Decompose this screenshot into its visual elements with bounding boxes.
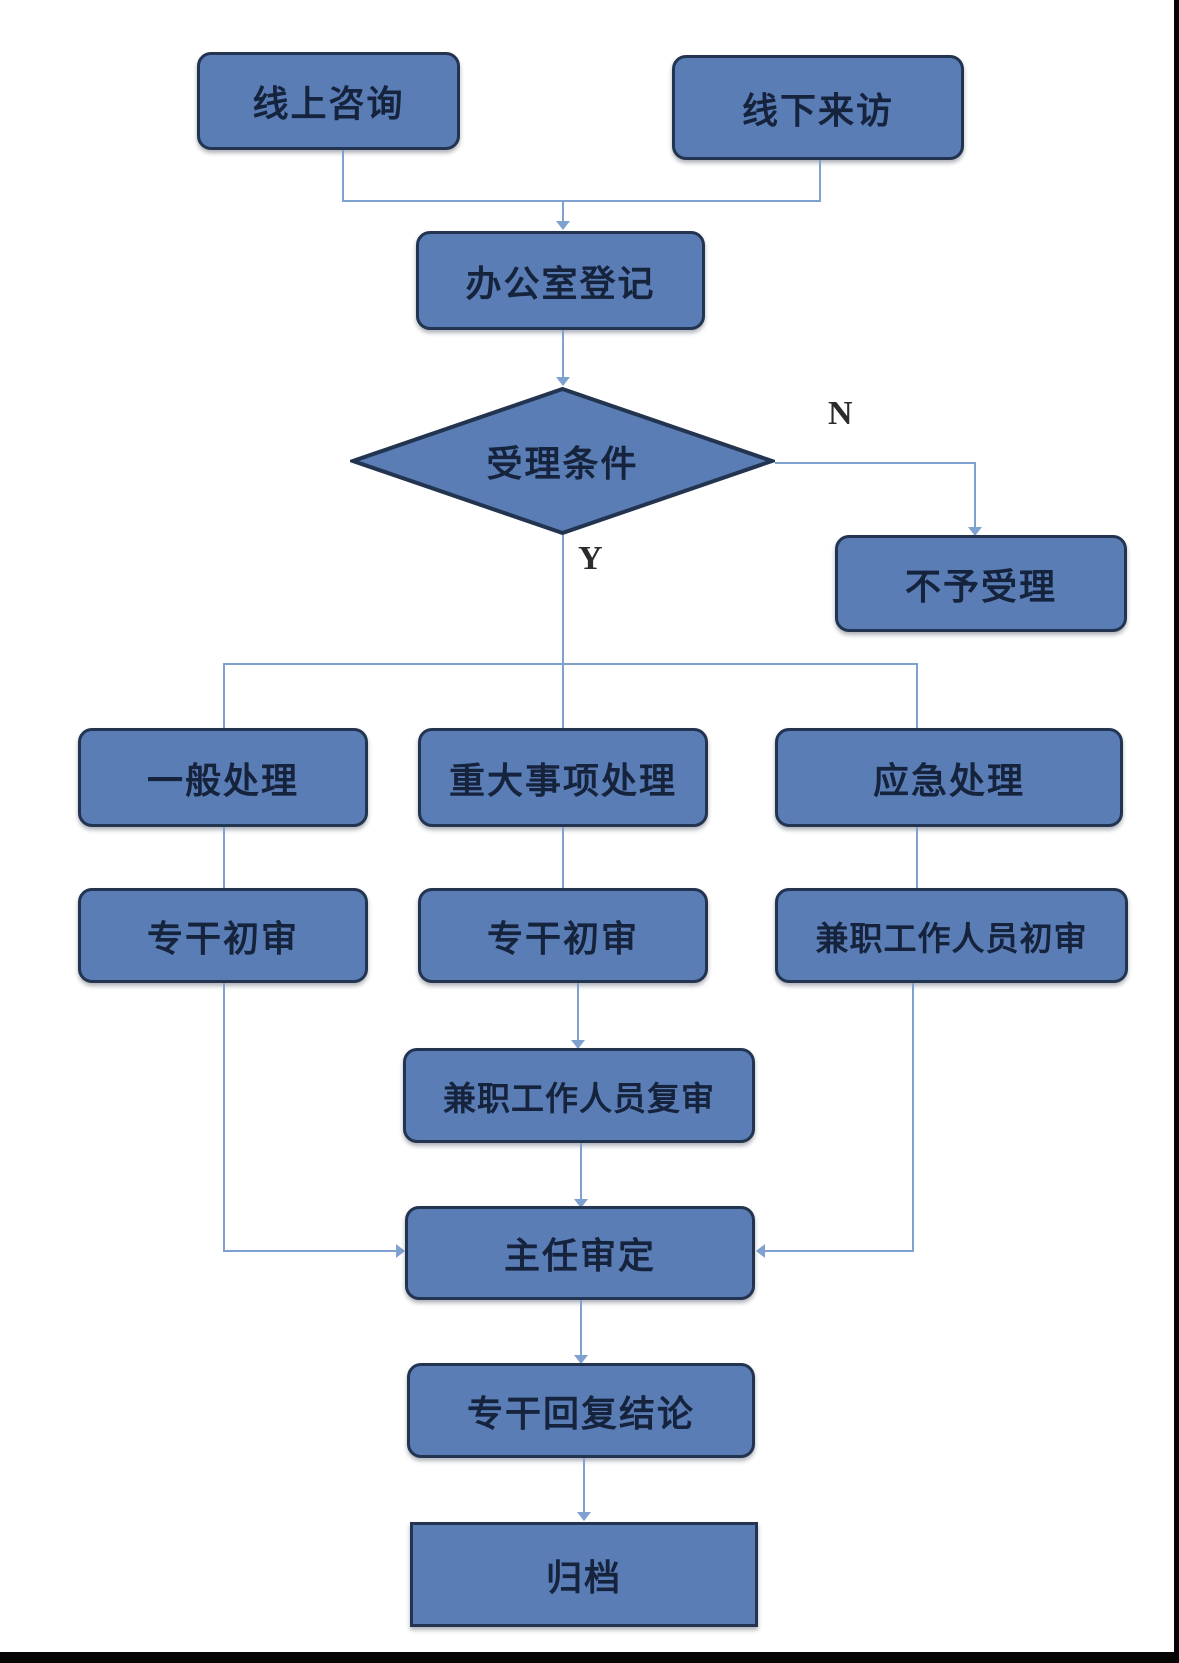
node-initial-review-left: 专干初审 [78, 888, 368, 983]
connector-split-horizontal [223, 663, 918, 665]
connector-offline-down [819, 160, 821, 200]
node-archive: 归档 [410, 1522, 758, 1627]
node-initial-review-mid: 专干初审 [418, 888, 708, 983]
connector-right-long-down [912, 983, 914, 1251]
arrowhead-into-register [556, 221, 570, 230]
connector-director-to-reply [580, 1300, 582, 1359]
connector-register-to-condition [562, 330, 564, 378]
arrowhead-into-condition [556, 377, 570, 386]
node-second-review: 兼职工作人员复审 [403, 1048, 755, 1143]
node-emergency-handling: 应急处理 [775, 728, 1123, 827]
arrowhead-left-into-director [396, 1244, 405, 1258]
node-major-handling: 重大事项处理 [418, 728, 708, 827]
connector-review-to-director [580, 1143, 582, 1203]
connector-general-down [223, 827, 225, 888]
arrowhead-into-review [571, 1040, 585, 1049]
branch-label-no: N [828, 395, 853, 432]
connector-merge-horizontal [342, 200, 821, 202]
connector-online-down [342, 150, 344, 200]
connector-reply-to-archive [583, 1458, 585, 1516]
node-general-handling: 一般处理 [78, 728, 368, 827]
connector-left-long-horizontal [223, 1250, 399, 1252]
arrowhead-into-archive [577, 1512, 591, 1521]
connector-split-right-down [916, 663, 918, 728]
image-right-border [1174, 0, 1179, 1663]
connector-no-down [974, 462, 976, 528]
arrowhead-into-reply [574, 1355, 588, 1364]
connector-yes-down [562, 535, 564, 663]
diamond-label: 受理条件 [486, 443, 639, 484]
diamond-shape [350, 387, 775, 535]
node-accept-condition: 受理条件 [350, 387, 775, 535]
connector-left-long-down [223, 983, 225, 1251]
connector-split-mid-down [562, 663, 564, 728]
node-director-approval: 主任审定 [405, 1206, 755, 1300]
connector-no-horizontal [775, 462, 976, 464]
node-offline-visit: 线下来访 [672, 55, 964, 160]
connector-right-long-horizontal [762, 1250, 914, 1252]
node-initial-review-right: 兼职工作人员初审 [775, 888, 1128, 983]
arrowhead-right-into-director [756, 1244, 765, 1258]
node-online-consult: 线上咨询 [197, 52, 460, 150]
node-reply-conclusion: 专干回复结论 [407, 1363, 755, 1458]
connector-emergency-down [916, 827, 918, 888]
arrowhead-into-director [574, 1199, 588, 1208]
connector-mid-to-review [577, 983, 579, 1044]
connector-split-left-down [223, 663, 225, 728]
node-office-register: 办公室登记 [416, 231, 705, 330]
connector-major-down [562, 827, 564, 888]
branch-label-yes: Y [578, 540, 603, 577]
arrowhead-into-reject [968, 527, 982, 536]
connector-merge-down [562, 200, 564, 222]
node-reject: 不予受理 [835, 535, 1127, 632]
image-bottom-border [0, 1652, 1179, 1663]
